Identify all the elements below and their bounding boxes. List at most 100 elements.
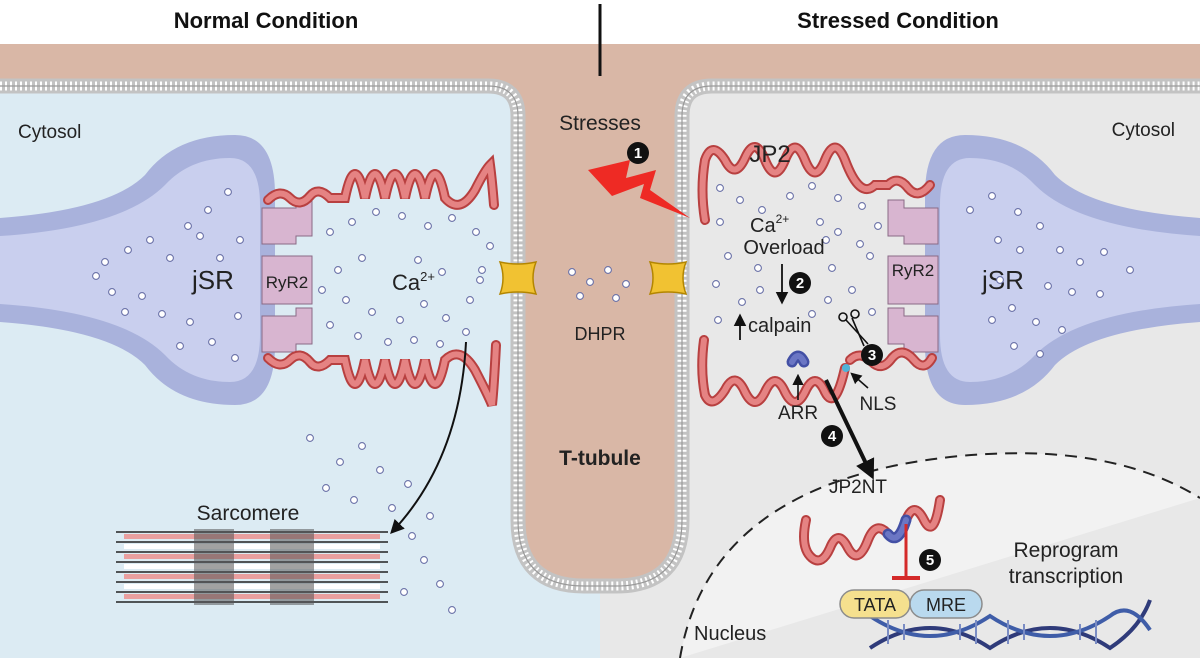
- calcium-ion: [231, 354, 239, 362]
- calcium-ion: [808, 310, 816, 318]
- calcium-ion: [318, 286, 326, 294]
- calcium-ion: [1016, 246, 1024, 254]
- calcium-ion: [184, 222, 192, 230]
- right-cytosol-label: Cytosol: [1112, 120, 1175, 141]
- calcium-ion: [358, 442, 366, 450]
- jp2nt-fragment: [799, 495, 945, 566]
- calcium-ion: [622, 280, 630, 288]
- calcium-ion: [478, 266, 486, 274]
- calcium-ion: [388, 504, 396, 512]
- calcium-ion: [724, 252, 732, 260]
- calcium-ion: [408, 532, 416, 540]
- calcium-ion: [358, 254, 366, 262]
- calcium-ion: [1058, 326, 1066, 334]
- step-1-marker: 1: [627, 142, 649, 164]
- left-cytosol-label: Cytosol: [18, 122, 81, 143]
- calcium-ion: [714, 316, 722, 324]
- mre-label: MRE: [926, 595, 966, 615]
- calcium-ion: [858, 202, 866, 210]
- sarcomere-band: [124, 574, 380, 579]
- calcium-ion: [996, 276, 1004, 284]
- calcium-ion: [124, 246, 132, 254]
- t-tubule-label: T-tubule: [559, 447, 641, 470]
- calcium-ion: [350, 496, 358, 504]
- calcium-ion: [834, 194, 842, 202]
- calcium-ion: [204, 206, 212, 214]
- calcium-ion: [306, 434, 314, 442]
- calcium-ion: [1056, 246, 1064, 254]
- sarcolemma-membrane: [0, 44, 1200, 594]
- calcium-ion: [1076, 258, 1084, 266]
- calcium-ion: [868, 308, 876, 316]
- calcium-ion: [738, 298, 746, 306]
- calcium-ion: [448, 606, 456, 614]
- calcium-ion: [396, 316, 404, 324]
- nls-label: NLS: [860, 394, 897, 415]
- calcium-ion: [462, 328, 470, 336]
- svg-text:3: 3: [868, 347, 876, 364]
- svg-text:1: 1: [634, 145, 642, 162]
- calcium-ion: [420, 300, 428, 308]
- calcium-ion: [424, 222, 432, 230]
- calcium-ion: [822, 236, 830, 244]
- left-ryr2-label: RyR2: [266, 273, 309, 292]
- calcium-ion: [326, 321, 334, 329]
- calcium-ion: [224, 188, 232, 196]
- calcium-ion: [410, 336, 418, 344]
- calcium-ion: [234, 312, 242, 320]
- normal-condition-header: Normal Condition: [174, 8, 359, 33]
- step-3-marker: 3: [861, 344, 883, 366]
- calcium-ion: [442, 314, 450, 322]
- calcium-ion: [1032, 318, 1040, 326]
- calcium-ion: [414, 256, 422, 264]
- calcium-ion: [196, 232, 204, 240]
- jp2-label: JP2: [749, 141, 790, 168]
- dna-icon: [868, 599, 1152, 651]
- calcium-ion: [208, 338, 216, 346]
- calcium-ion: [400, 588, 408, 596]
- calcium-ion: [404, 480, 412, 488]
- calcium-ion: [216, 254, 224, 262]
- calcium-ion: [101, 258, 109, 266]
- calcium-ion: [436, 340, 444, 348]
- calcium-ion: [828, 264, 836, 272]
- calcium-ion: [486, 242, 494, 250]
- arr-label: ARR: [778, 403, 818, 424]
- right-ryr2: [887, 199, 939, 353]
- calcium-ion: [354, 332, 362, 340]
- calcium-ion: [1068, 288, 1076, 296]
- calcium-ion: [476, 276, 484, 284]
- calcium-ion: [1036, 222, 1044, 230]
- calcium-ion: [322, 484, 330, 492]
- calcium-ion: [1014, 208, 1022, 216]
- left-jsr-label: jSR: [191, 265, 234, 295]
- calcium-ions: [92, 182, 1134, 614]
- jp2nt-label: JP2NT: [829, 477, 887, 498]
- calcium-ion: [856, 240, 864, 248]
- calcium-ion: [756, 286, 764, 294]
- calcium-ion: [1044, 282, 1052, 290]
- right-calcium-label: Ca2+: [750, 212, 789, 237]
- calcium-ion: [966, 206, 974, 214]
- tata-label: TATA: [854, 595, 896, 615]
- step-2-marker: 2: [789, 272, 811, 294]
- calcium-ion: [372, 208, 380, 216]
- sarcomere: [116, 529, 388, 605]
- calcium-ion: [576, 292, 584, 300]
- sarcomere-band: [124, 594, 380, 599]
- calcium-ion: [166, 254, 174, 262]
- sarcomere-label: Sarcomere: [197, 502, 300, 525]
- calcium-ion: [368, 308, 376, 316]
- calcium-ion: [874, 222, 882, 230]
- calcium-ion: [716, 218, 724, 226]
- mre-box: [909, 589, 983, 619]
- calcium-ion: [866, 252, 874, 260]
- dhpr-label: DHPR: [574, 324, 625, 344]
- calcium-ion: [342, 296, 350, 304]
- calcium-ion: [376, 466, 384, 474]
- calcium-ion: [348, 218, 356, 226]
- scissors-icon: [838, 309, 869, 347]
- calcium-ion: [988, 192, 996, 200]
- calcium-ion: [472, 228, 480, 236]
